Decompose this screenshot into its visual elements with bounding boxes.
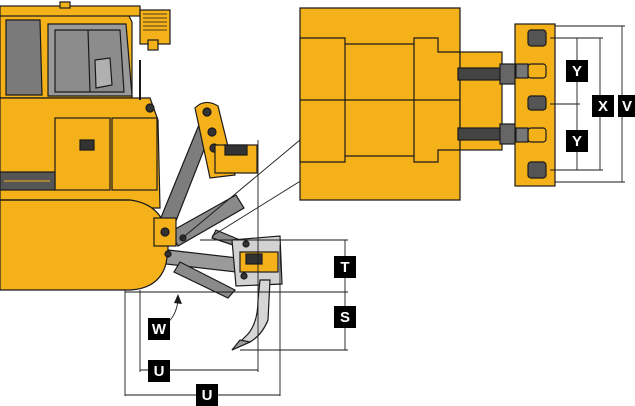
left-dimension-lines — [124, 139, 348, 396]
dimension-label-y-bottom: Y — [566, 130, 588, 152]
dimension-label-s: S — [334, 306, 356, 328]
ripper-linkage — [153, 101, 283, 351]
dimension-label-w: W — [148, 318, 170, 340]
dimension-label-t: T — [334, 256, 356, 278]
dimension-label-v: V — [618, 95, 635, 117]
dimension-label-u-inner: U — [148, 360, 170, 382]
bulldozer-body — [0, 1, 171, 291]
dimension-label-x: X — [592, 95, 614, 117]
dimension-label-y-top: Y — [566, 60, 588, 82]
detail-view — [299, 7, 556, 201]
dimension-label-u-outer: U — [196, 384, 218, 406]
